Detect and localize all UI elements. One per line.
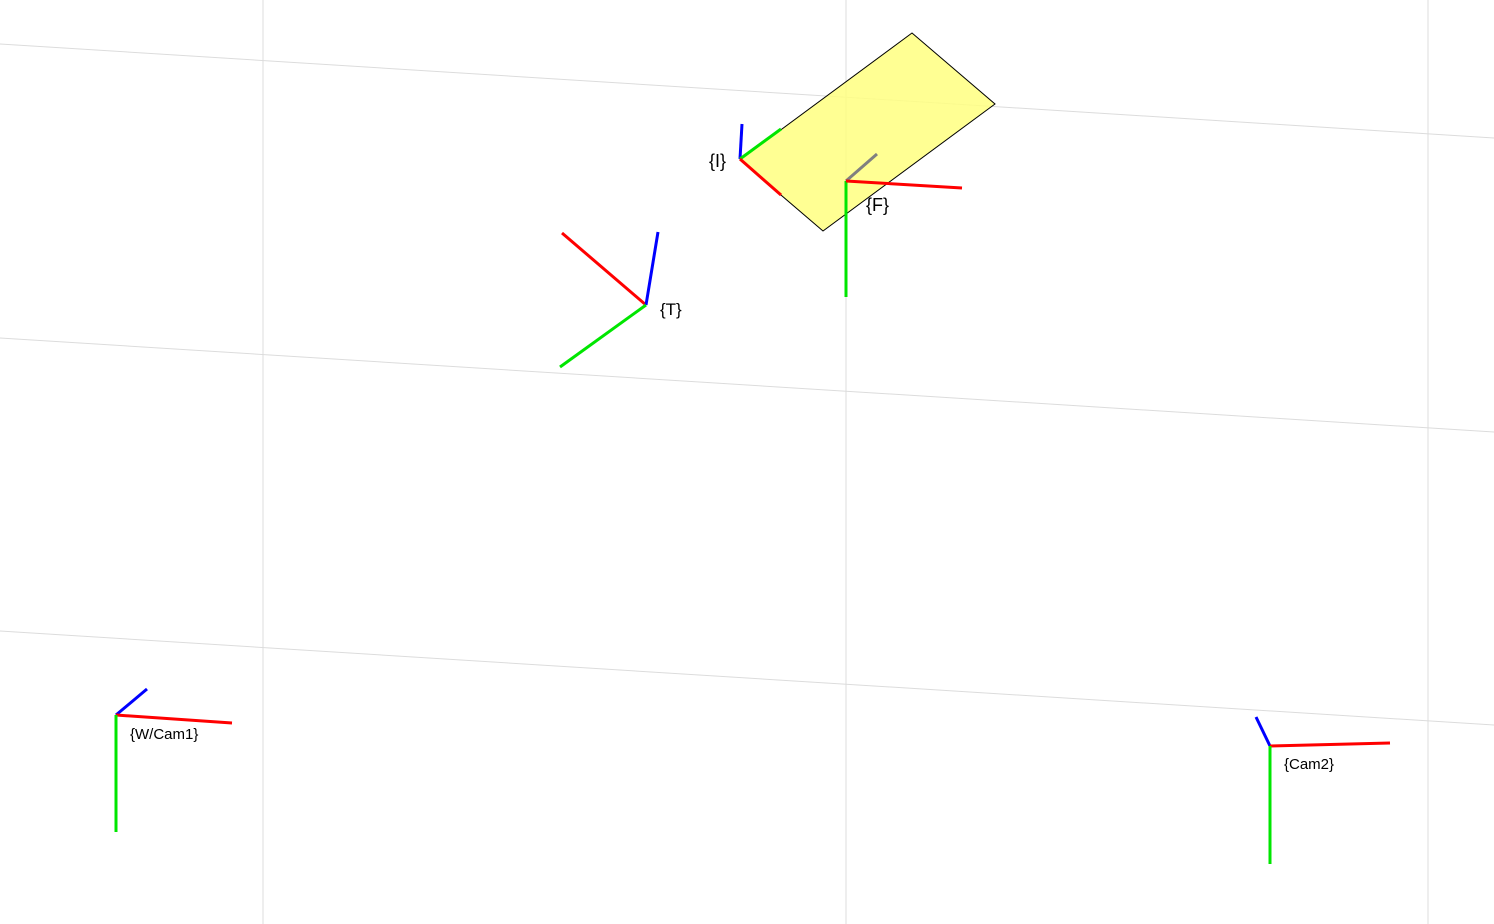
frame-world-z-axis — [115, 687, 148, 717]
frame-focal-x-axis — [845, 179, 963, 190]
frame-image-y-axis — [739, 127, 782, 161]
frame-cam2-label: {Cam2} — [1284, 756, 1334, 773]
grid-line-oblique — [0, 337, 1494, 433]
frame-cam2-z-axis — [1254, 716, 1272, 747]
frame-world: {W/Cam1} — [114, 687, 233, 832]
frame-world-x-axis — [115, 713, 233, 725]
grid-line-oblique — [0, 43, 1494, 139]
frame-cam2: {Cam2} — [1254, 716, 1391, 864]
frame-target-z-axis — [644, 231, 660, 306]
frame-target-label: {T} — [660, 300, 682, 319]
frame-focal: {F} — [844, 152, 963, 297]
frame-image: {I} — [709, 123, 782, 197]
frame-world-label: {W/Cam1} — [130, 726, 198, 743]
frame-target-x-axis — [561, 231, 647, 307]
frame-cam2-x-axis — [1269, 741, 1391, 748]
grid-line-oblique — [0, 630, 1494, 726]
frame-focal-z-axis — [845, 152, 878, 183]
image-plane — [739, 32, 996, 232]
frame-focal-label: {F} — [866, 195, 889, 215]
frame-image-label: {I} — [709, 151, 726, 171]
frame-image-x-axis — [739, 157, 782, 197]
frame-image-z-axis — [738, 123, 744, 160]
frame-target: {T} — [559, 231, 682, 369]
frame-target-y-axis — [559, 303, 647, 369]
